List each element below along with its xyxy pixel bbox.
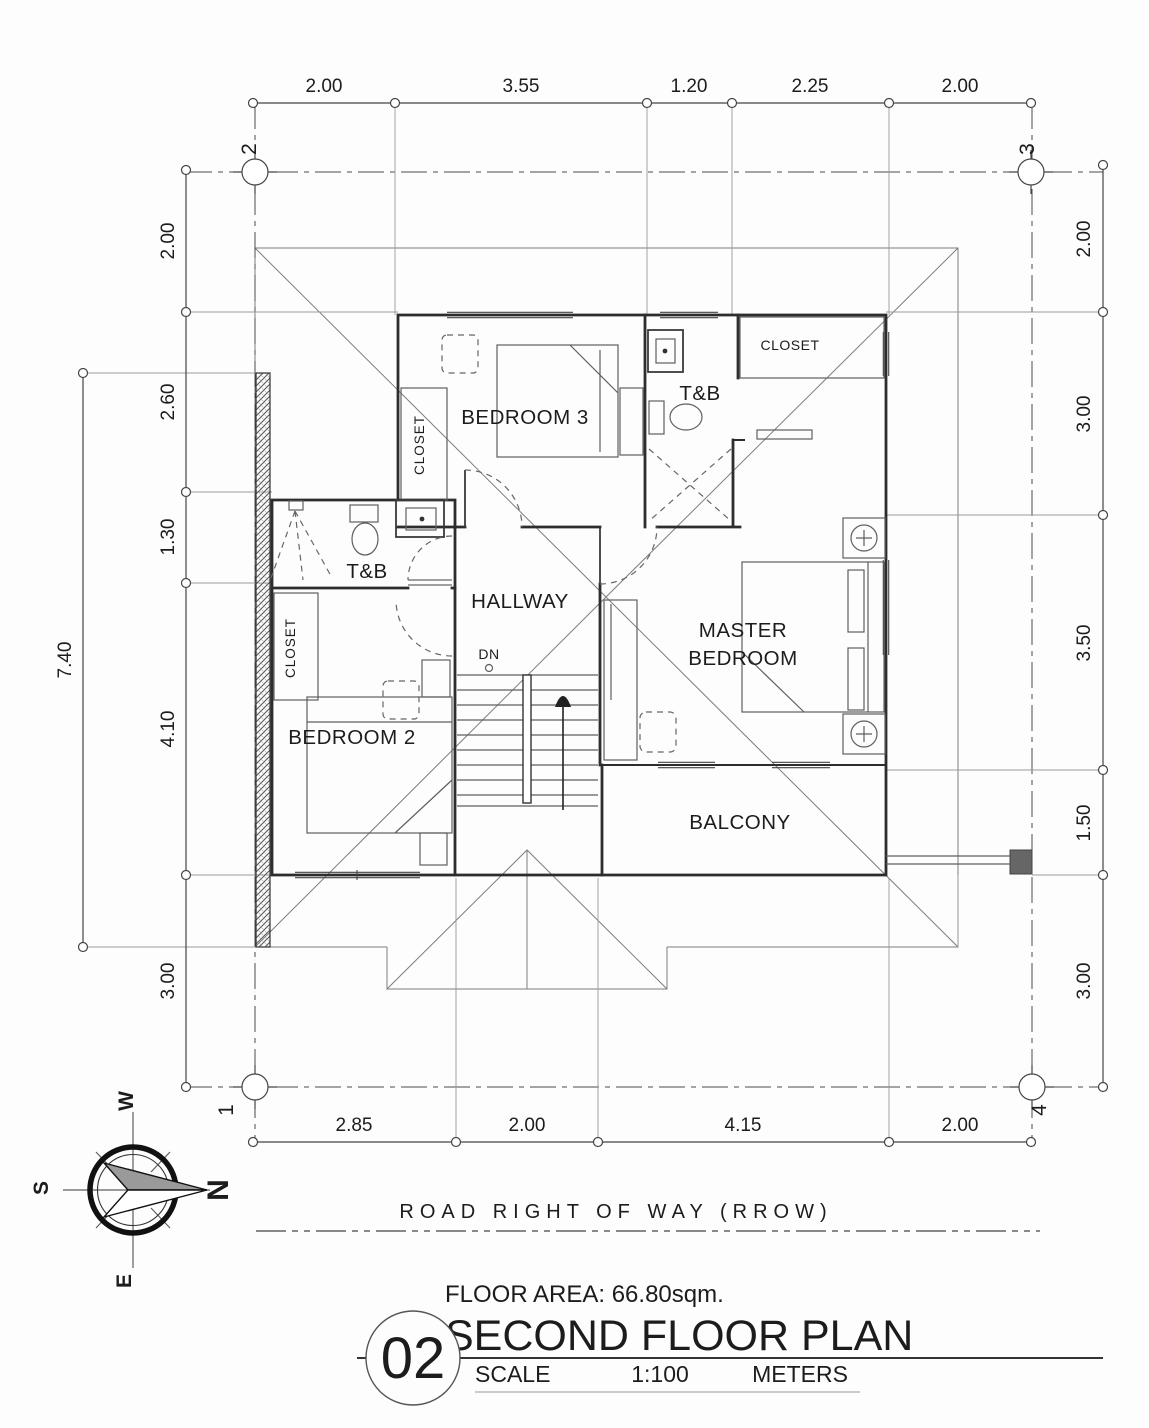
compass-w: W bbox=[115, 1091, 138, 1111]
dim-bottom-2: 2.00 bbox=[509, 1115, 546, 1136]
bed-bedroom2 bbox=[306, 659, 453, 866]
windows bbox=[295, 311, 890, 880]
label-bedroom3: BEDROOM 3 bbox=[461, 406, 589, 429]
stair-arrow-head bbox=[555, 696, 571, 707]
dimension-left: 2.00 2.60 1.30 4.10 3.00 7.40 bbox=[55, 164, 192, 1093]
bathroom-fixtures-left bbox=[270, 499, 445, 581]
doors bbox=[395, 469, 658, 657]
dimension-right: 2.00 3.00 3.50 1.50 3.00 bbox=[1074, 159, 1109, 1093]
grid-label-1: 1 bbox=[215, 1104, 238, 1116]
dim-right-1: 2.00 bbox=[1074, 221, 1095, 258]
label-bedroom2: BEDROOM 2 bbox=[288, 726, 416, 749]
dim-top-2: 3.55 bbox=[503, 76, 540, 97]
column-marker bbox=[886, 849, 1033, 875]
north-arrow-lower bbox=[101, 1189, 208, 1219]
room-labels: BEDROOM 3 CLOSET T&B CLOSET HALLWAY DN T… bbox=[283, 337, 819, 834]
compass-s: S bbox=[30, 1181, 53, 1195]
dim-left-outer: 7.40 bbox=[55, 642, 76, 679]
dim-top-3: 1.20 bbox=[671, 76, 708, 97]
dim-right-3: 3.50 bbox=[1074, 625, 1095, 662]
scale-label: SCALE bbox=[475, 1361, 550, 1387]
sheet-title: SECOND FLOOR PLAN bbox=[445, 1312, 913, 1360]
compass-n: N bbox=[202, 1179, 235, 1201]
dim-left-5: 3.00 bbox=[158, 963, 179, 1000]
dim-right-2: 3.00 bbox=[1074, 396, 1095, 433]
dim-right-5: 3.00 bbox=[1074, 963, 1095, 1000]
dim-right-4: 1.50 bbox=[1074, 805, 1095, 842]
bed-bedroom3 bbox=[441, 334, 644, 458]
label-master-1: MASTER bbox=[699, 619, 787, 642]
road-label: ROAD RIGHT OF WAY (RROW) bbox=[399, 1201, 832, 1223]
label-closet-bedroom2: CLOSET bbox=[283, 618, 298, 678]
title-block: FLOOR AREA: 66.80sqm. SECOND FLOOR PLAN … bbox=[357, 1281, 1103, 1406]
label-tb-top: T&B bbox=[679, 382, 720, 405]
label-master-2: BEDROOM bbox=[688, 647, 797, 670]
dim-left-4: 4.10 bbox=[158, 711, 179, 748]
bathroom-fixtures-top bbox=[647, 329, 732, 522]
dim-bottom-4: 2.00 bbox=[942, 1115, 979, 1136]
label-closet-topright: CLOSET bbox=[760, 337, 819, 353]
dimension-bottom: 2.85 2.00 4.15 2.00 bbox=[247, 1115, 1037, 1148]
dim-left-1: 2.00 bbox=[158, 223, 179, 260]
grid-label-4: 4 bbox=[1028, 1104, 1051, 1116]
dim-left-3: 1.30 bbox=[158, 519, 179, 556]
grid-label-3: 3 bbox=[1016, 143, 1039, 155]
dim-left-2: 2.60 bbox=[158, 384, 179, 421]
grid-lines bbox=[186, 103, 1103, 1142]
dim-bottom-1: 2.85 bbox=[336, 1115, 373, 1136]
grid-bubbles: 2 3 1 4 bbox=[215, 143, 1054, 1116]
dim-top-4: 2.25 bbox=[792, 76, 829, 97]
dimension-top: 2.00 3.55 1.20 2.25 2.00 bbox=[247, 76, 1037, 109]
staircase bbox=[457, 663, 598, 810]
detail-number: 02 bbox=[381, 1326, 446, 1391]
label-closet-bedroom3: CLOSET bbox=[412, 415, 427, 475]
label-balcony: BALCONY bbox=[689, 811, 790, 834]
dim-bottom-3: 4.15 bbox=[725, 1115, 762, 1136]
stair-railing bbox=[522, 674, 532, 804]
bed-master bbox=[603, 517, 886, 761]
scale-value: 1:100 bbox=[631, 1361, 689, 1387]
label-hallway: HALLWAY bbox=[471, 590, 569, 613]
detail-number-bubble bbox=[365, 1310, 461, 1406]
walls bbox=[270, 313, 888, 877]
label-tb-left: T&B bbox=[346, 560, 387, 583]
units-label: METERS bbox=[752, 1361, 848, 1387]
dim-top-1: 2.00 bbox=[306, 76, 343, 97]
extension-lines bbox=[83, 103, 1103, 1142]
grid-label-2: 2 bbox=[238, 143, 261, 155]
firewall-hatched-wall bbox=[255, 372, 271, 948]
dn-marker bbox=[484, 663, 494, 673]
closet-boxes bbox=[273, 316, 885, 701]
label-dn: DN bbox=[478, 646, 499, 662]
floor-area-text: FLOOR AREA: 66.80sqm. bbox=[445, 1281, 724, 1308]
compass-rose: N S W E bbox=[30, 1091, 235, 1288]
dim-top-5: 2.00 bbox=[942, 76, 979, 97]
compass-e: E bbox=[113, 1274, 136, 1288]
road-right-of-way: ROAD RIGHT OF WAY (RROW) bbox=[256, 1201, 1040, 1232]
